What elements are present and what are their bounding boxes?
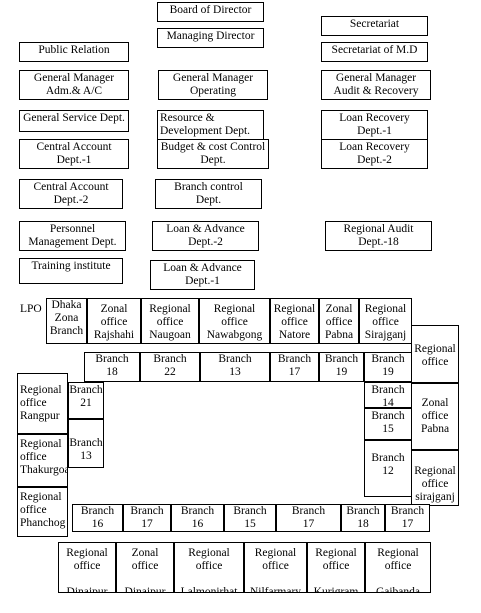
secretariat-md-box: Secretariat of M.D xyxy=(321,42,428,62)
branch-cell: Branch 12 xyxy=(364,440,412,497)
office-cell: Zonal office Pabna xyxy=(319,298,359,344)
branch-control-dept-box: Branch control Dept. xyxy=(155,179,262,209)
gm-audit-box: General Manager Audit & Recovery xyxy=(321,70,431,100)
office-cell: Dhaka Zona Branch xyxy=(46,298,87,344)
general-service-dept-box: General Service Dept. xyxy=(19,110,129,132)
branch-cell: Branch 21 xyxy=(68,382,104,419)
office-cell: Regional office Rangpur xyxy=(17,373,68,434)
branch-cell: Branch 15 xyxy=(364,408,412,440)
office-cell: Zonal office Dinajpur xyxy=(116,542,174,593)
office-cell: Regional office Gaibanda xyxy=(365,542,431,593)
office-cell: Regional office Sirajganj xyxy=(359,298,412,344)
office-cell: Zonal office Pabna xyxy=(411,383,459,450)
office-cell: Regional office Lalmonirhat xyxy=(174,542,244,593)
lpo-label: LPO xyxy=(20,303,42,315)
branch-cell: Branch 13 xyxy=(68,419,104,468)
loan-advance-1-box: Loan & Advance Dept.-1 xyxy=(150,260,255,290)
loan-recovery-2-box: Loan Recovery Dept.-2 xyxy=(321,139,428,169)
office-cell: Regional office Nawabgong xyxy=(199,298,270,344)
office-cell: Regional office Naugoan xyxy=(141,298,199,344)
branch-cell: Branch 14 xyxy=(364,382,412,408)
resource-dev-dept-box: Resource & Development Dept. xyxy=(157,110,264,140)
secretariat-box: Secretariat xyxy=(321,16,428,36)
central-account-1-box: Central Account Dept.-1 xyxy=(19,139,129,169)
public-relation-box: Public Relation xyxy=(19,42,129,62)
regional-audit-box: Regional Audit Dept.-18 xyxy=(325,221,432,251)
office-cell: Regional office Nilfarmary xyxy=(244,542,307,593)
central-account-2-box: Central Account Dept.-2 xyxy=(19,179,123,209)
budget-cost-control-box: Budget & cost Control Dept. xyxy=(157,139,269,169)
loan-advance-2-box: Loan & Advance Dept.-2 xyxy=(152,221,259,251)
office-cell: Regional office Thakurgoan xyxy=(17,434,68,487)
personnel-management-box: Personnel Management Dept. xyxy=(19,221,126,251)
managing-director-box: Managing Director xyxy=(157,28,264,48)
office-cell: Regional office Kurigram xyxy=(307,542,365,593)
office-cell: Regional office Natore xyxy=(270,298,319,344)
office-cell: Regional office sirajganj xyxy=(411,450,459,506)
gm-admin-box: General Manager Adm.& A/C xyxy=(19,70,129,100)
gm-operating-box: General Manager Operating xyxy=(158,70,268,100)
office-cell: Regional office xyxy=(411,325,459,383)
board-of-director-box: Board of Director xyxy=(157,2,264,22)
office-cell: Regional office Phanchog xyxy=(17,487,68,537)
office-cell: Regional office Dinajpur xyxy=(58,542,116,593)
training-institute-box: Training institute xyxy=(19,258,123,284)
office-cell: Zonal office Rajshahi xyxy=(87,298,141,344)
loan-recovery-1-box: Loan Recovery Dept.-1 xyxy=(321,110,428,140)
